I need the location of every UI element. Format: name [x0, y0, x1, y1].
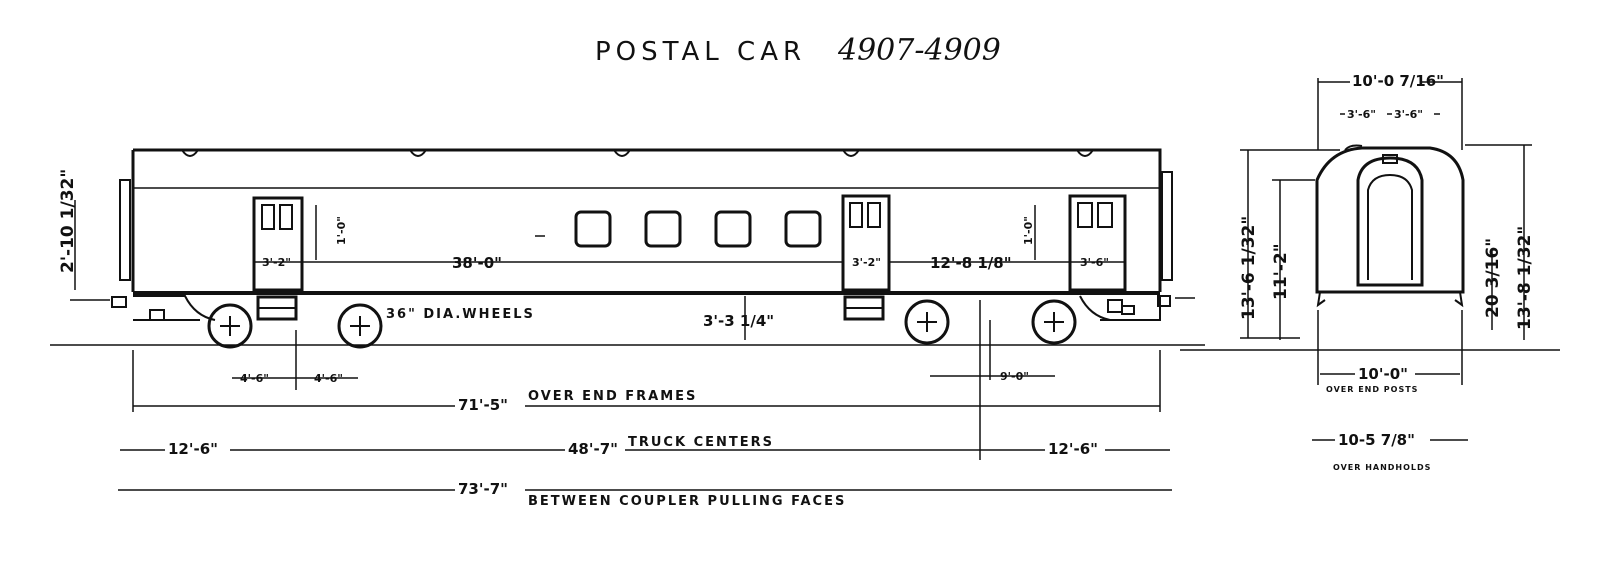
end-posts-dimension: 10'-0" — [1358, 365, 1408, 383]
handholds-label: OVER HANDHOLDS — [1333, 463, 1431, 472]
end-top-split-a: 3'-6" — [1347, 108, 1376, 121]
coupler-right — [1107, 295, 1171, 315]
end-diaphragm-left — [119, 179, 131, 281]
wheel-2 — [337, 303, 383, 349]
truck-centers-label: TRUCK CENTERS — [628, 435, 774, 450]
side-view — [50, 148, 1205, 349]
coupler-label: BETWEEN COUPLER PULLING FACES — [528, 494, 846, 509]
roof-vents — [181, 149, 1094, 157]
car-roof — [131, 148, 1162, 190]
end-view — [1315, 144, 1465, 308]
car-numbers: 4907-4909 — [837, 33, 1001, 68]
window-height-left: 1'-0" — [335, 216, 348, 245]
wheel-label: 36" DIA.WHEELS — [386, 307, 535, 322]
wheel-4 — [1031, 299, 1077, 345]
end-top-width: 10'-0 7/16" — [1352, 72, 1444, 90]
end-door — [1356, 156, 1424, 287]
wheelbase-right: 9'-0" — [1000, 370, 1029, 383]
side-door-left — [252, 196, 304, 292]
overhang-right-dimension: 12'-6" — [1048, 440, 1098, 458]
wheelbase-left-a: 4'-6" — [240, 372, 269, 385]
wheel-1 — [207, 303, 253, 349]
end-height-right-inner: 20 3/16" — [1483, 238, 1503, 318]
drawing-title: POSTAL CAR — [595, 37, 806, 67]
door-width-right: 3'-6" — [1080, 256, 1109, 269]
coupler-dimension: 73'-7" — [458, 480, 508, 498]
wheelbase-left-b: 4'-6" — [314, 372, 343, 385]
handholds-dimension: 10-5 7/8" — [1338, 431, 1415, 449]
side-door-right — [1068, 194, 1127, 292]
end-height-left-outer: 13'-6 1/32" — [1239, 216, 1259, 320]
wheel-3 — [904, 299, 950, 345]
end-diaphragm-right — [1161, 171, 1173, 281]
end-frames-dimension: 71'-5" — [458, 396, 508, 414]
end-view-body — [1315, 146, 1465, 294]
coupler-left — [111, 296, 165, 321]
overhang-left-dimension: 12'-6" — [168, 440, 218, 458]
door-width-middle: 3'-2" — [852, 256, 881, 269]
side-dimension-lines — [74, 200, 1172, 491]
end-posts-label: OVER END POSTS — [1326, 385, 1418, 394]
window-height-right: 1'-0" — [1022, 216, 1035, 245]
end-height-right-outer: 13'-8 1/32" — [1515, 226, 1535, 330]
side-windows — [574, 210, 822, 248]
door-width-left: 3'-2" — [262, 256, 291, 269]
door-height-dimension: 2'-10 1/32" — [58, 169, 78, 273]
right-spacing-dimension: 12'-8 1/8" — [930, 254, 1012, 272]
end-height-left-inner: 11'-2" — [1271, 243, 1291, 300]
end-top-split-b: 3'-6" — [1394, 108, 1423, 121]
end-frames-label: OVER END FRAMES — [528, 389, 697, 404]
side-door-middle — [841, 194, 891, 292]
truck-centers-dimension: 48'-7" — [568, 440, 618, 458]
door-spacing-dimension: 38'-0" — [452, 254, 502, 272]
floor-height-dimension: 3'-3 1/4" — [703, 312, 774, 330]
